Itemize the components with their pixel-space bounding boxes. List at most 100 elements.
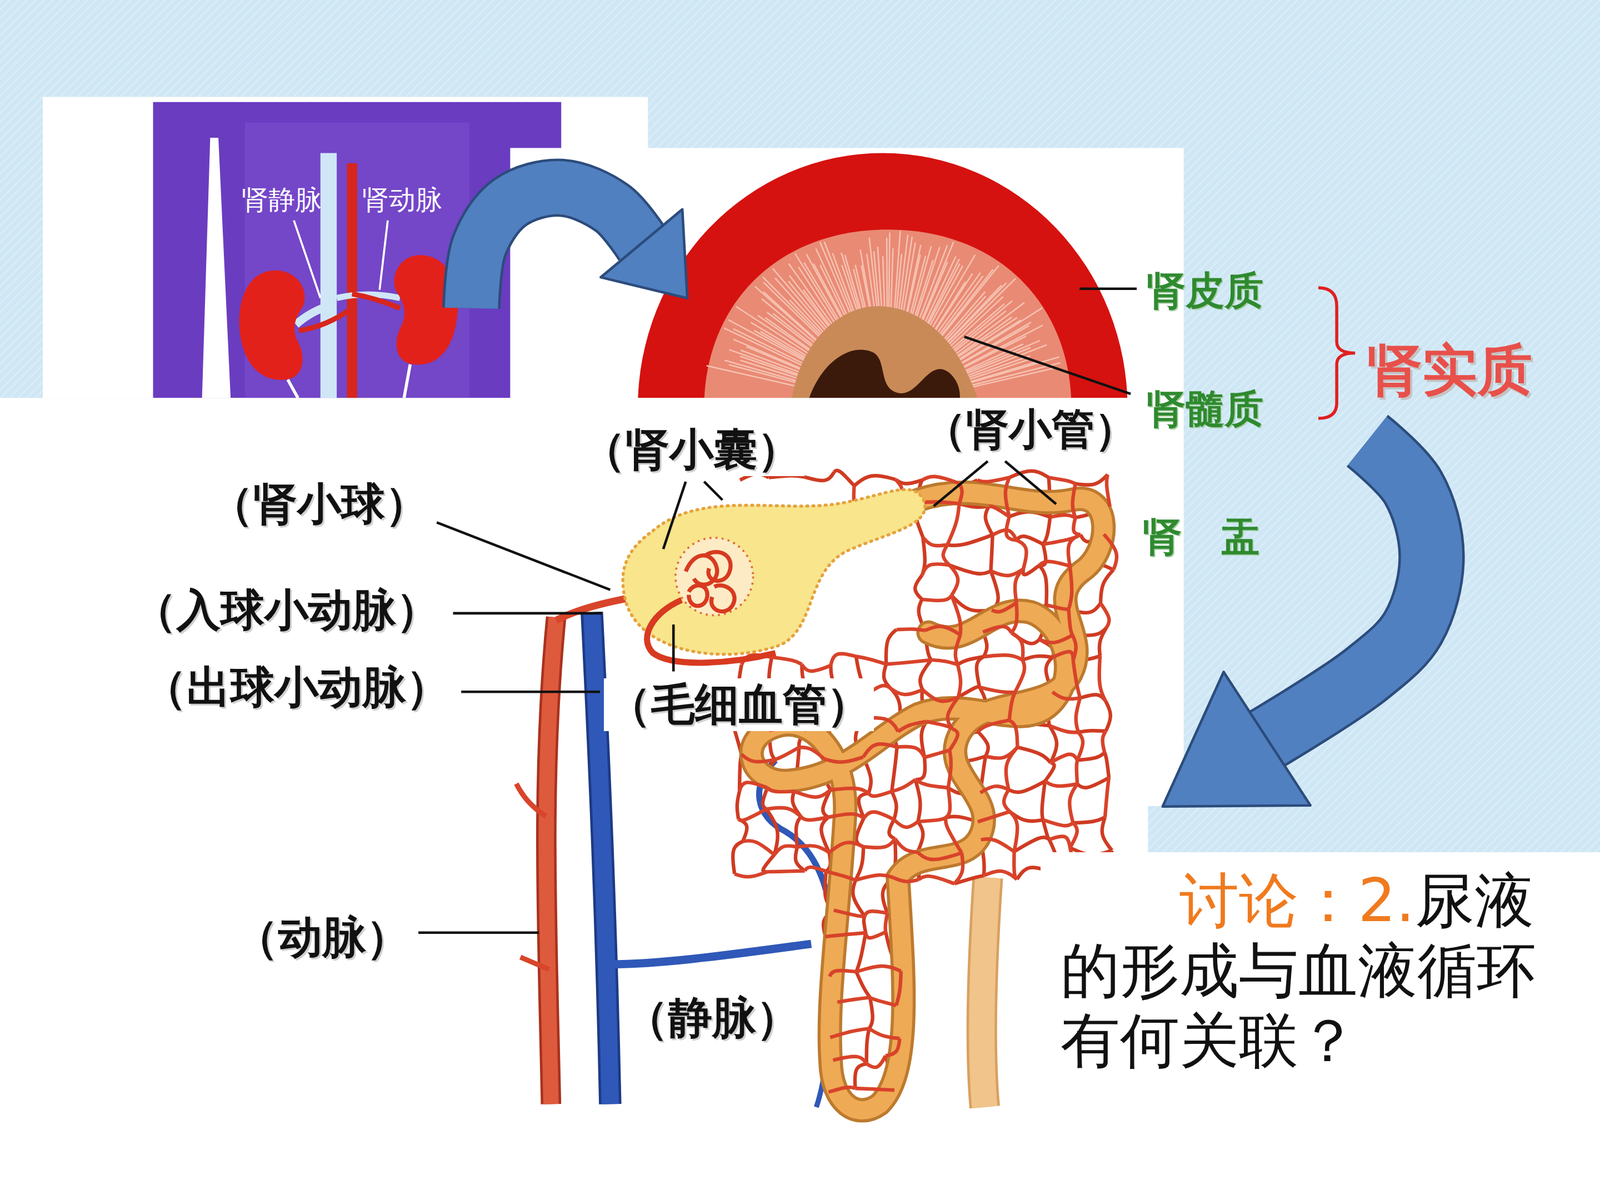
leader-line <box>461 690 600 694</box>
capillary <box>1015 660 1025 693</box>
capillary <box>805 867 827 872</box>
capillary <box>947 697 959 729</box>
capillary <box>1052 692 1080 700</box>
capillary <box>948 750 952 788</box>
capillary <box>797 845 829 853</box>
capillary <box>1069 783 1078 823</box>
capillary <box>1104 752 1109 778</box>
flow-arrows <box>471 187 1432 807</box>
curved-arrow <box>1162 440 1432 807</box>
region-label: 肾实质 <box>1367 336 1533 403</box>
capillary <box>1008 781 1045 793</box>
capillary <box>734 871 768 877</box>
capillary <box>1006 747 1018 790</box>
discussion-heading: 讨论：2. <box>1179 866 1415 935</box>
capillary <box>891 779 915 792</box>
vein-branch <box>609 943 812 965</box>
capillary <box>763 855 775 873</box>
capillary <box>826 871 856 880</box>
capillary <box>1102 817 1113 851</box>
capillary <box>854 475 896 486</box>
renal-artery <box>352 293 400 309</box>
capillary <box>1076 697 1080 733</box>
capillary <box>1049 836 1070 848</box>
capillary <box>866 1028 870 1064</box>
capillary <box>1103 534 1117 570</box>
capillary <box>945 817 962 853</box>
capillary <box>915 757 925 780</box>
capillary <box>1016 540 1027 569</box>
kidney <box>239 270 305 380</box>
capillary <box>1106 474 1110 507</box>
capillary <box>798 747 824 759</box>
capillary <box>981 838 1015 852</box>
capillary <box>863 838 895 848</box>
capillary <box>885 1038 900 1056</box>
capillary <box>1038 565 1047 605</box>
artery <box>546 617 557 1104</box>
capillary <box>1045 781 1078 787</box>
capillary <box>738 808 767 821</box>
capillary <box>771 657 802 665</box>
capillary <box>985 506 993 535</box>
capillary <box>828 1087 855 1093</box>
capillary <box>977 477 1010 483</box>
structure-label: （毛细血管） <box>603 678 874 732</box>
capillary <box>801 664 831 672</box>
vena-cava <box>320 153 337 399</box>
kidney-part-label: 肾髓质 <box>1146 385 1264 433</box>
capillary <box>1076 760 1078 784</box>
leader-line <box>933 461 1057 507</box>
arrow-body <box>1265 440 1432 740</box>
structure-label: （肾小球） <box>206 477 433 531</box>
capillary <box>1072 483 1076 518</box>
capillary <box>824 757 864 763</box>
capillary <box>915 779 949 788</box>
capillary <box>767 871 805 873</box>
capillary <box>830 1028 869 1038</box>
capillary <box>793 790 830 798</box>
capillary <box>1011 632 1023 660</box>
capillary <box>982 626 1012 633</box>
capillary <box>855 875 893 880</box>
renal-artery <box>298 308 353 331</box>
capillary <box>1102 731 1107 753</box>
capillary <box>951 595 961 635</box>
capillary <box>852 880 865 917</box>
kidney-part-label: 肾 盂 <box>1142 513 1260 560</box>
capillary <box>863 811 894 820</box>
capillary <box>897 746 925 758</box>
capillary <box>1073 660 1080 699</box>
capillary <box>1073 517 1081 535</box>
capillary <box>1100 603 1109 628</box>
capillary <box>1048 477 1076 484</box>
structure-label: （静脉） <box>621 991 804 1045</box>
capillary <box>732 841 743 874</box>
capillary <box>828 842 864 853</box>
capillary <box>1046 605 1069 610</box>
structure-label: （出球小动脉） <box>139 661 454 714</box>
capillary <box>1015 568 1024 603</box>
capillary <box>917 852 963 860</box>
capillary <box>1038 561 1070 567</box>
capillary <box>855 846 864 880</box>
capillary <box>865 932 886 939</box>
capillary <box>738 818 747 842</box>
bowman-capsule <box>622 489 925 655</box>
capillary <box>922 595 952 601</box>
aorta <box>346 163 357 398</box>
capillary <box>980 786 1009 793</box>
capillary <box>886 660 932 665</box>
capillary <box>885 913 888 933</box>
capillary <box>766 807 801 817</box>
efferent-arteriole <box>647 600 776 663</box>
capillary <box>892 877 919 882</box>
capillary <box>796 816 802 847</box>
renal-pelvis <box>806 350 960 399</box>
capillary <box>801 816 829 820</box>
capillary <box>1052 651 1074 661</box>
capillary <box>891 688 923 695</box>
discussion-box: 讨论：2.尿液的形成与血液循环有何关联？ <box>1040 852 1600 1200</box>
